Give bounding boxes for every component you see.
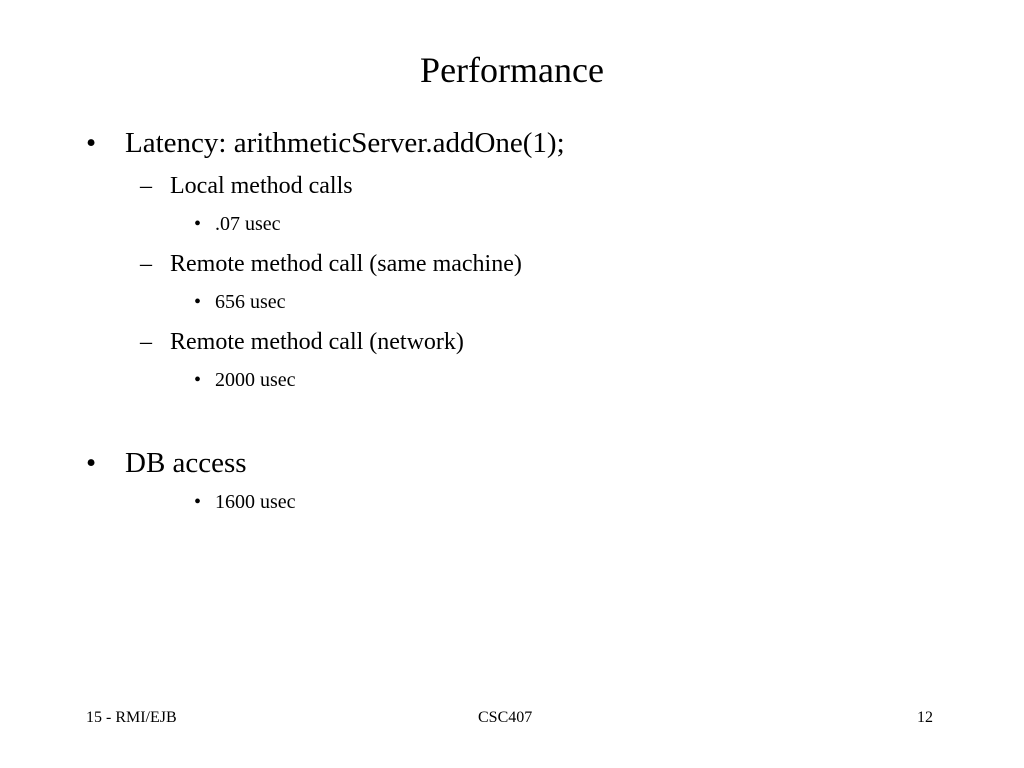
dash-marker: –	[140, 251, 152, 277]
footer-lecture: 15 - RMI/EJB	[86, 709, 177, 726]
slide-title: Performance	[420, 50, 604, 90]
bullet-marker: •	[194, 213, 202, 235]
bullet-marker: •	[194, 369, 202, 391]
value-remote-network: 2000 usec	[215, 369, 296, 391]
footer-course: CSC407	[478, 709, 533, 726]
subbullet-local-calls: Local method calls	[170, 173, 353, 199]
value-remote-same-machine: 656 usec	[215, 291, 286, 313]
bullet-marker: •	[86, 127, 97, 159]
bullet-db-access: DB access	[125, 447, 247, 479]
subbullet-remote-network: Remote method call (network)	[170, 329, 464, 355]
value-db-access: 1600 usec	[215, 491, 296, 513]
footer-page-number: 12	[917, 709, 933, 726]
subbullet-remote-same-machine: Remote method call (same machine)	[170, 251, 522, 277]
bullet-marker: •	[194, 491, 202, 513]
dash-marker: –	[140, 173, 152, 199]
bullet-latency: Latency: arithmeticServer.addOne(1);	[125, 127, 565, 159]
bullet-marker: •	[194, 291, 202, 313]
value-local: .07 usec	[215, 213, 281, 235]
bullet-marker: •	[86, 447, 97, 479]
dash-marker: –	[140, 329, 152, 355]
